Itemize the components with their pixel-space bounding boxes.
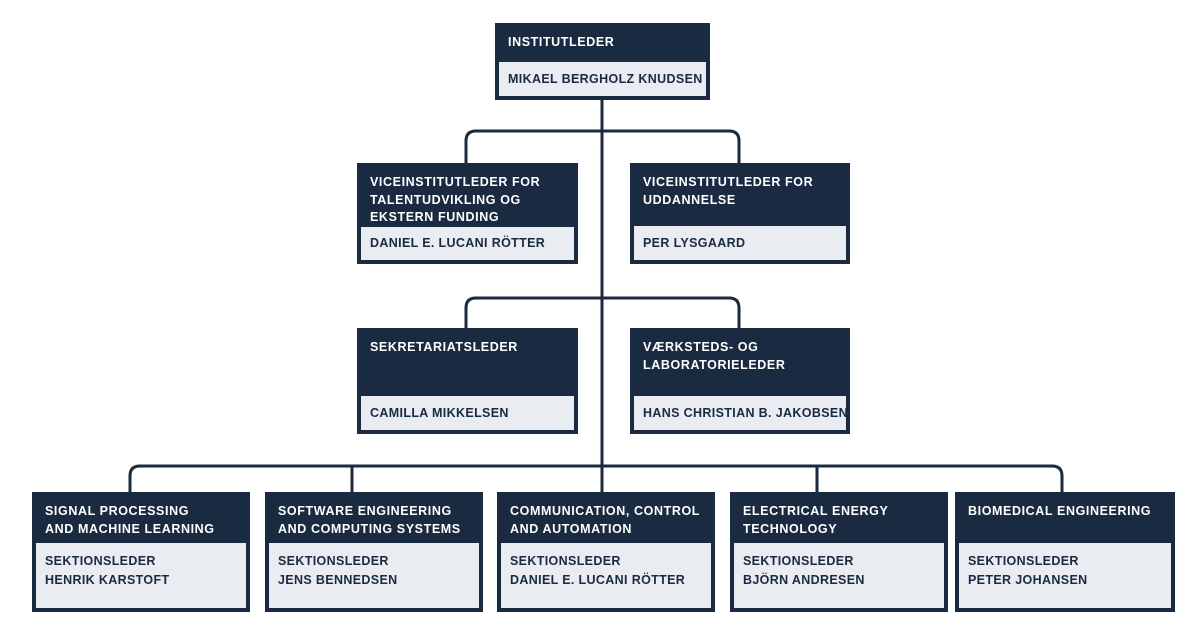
node-person: JENS BENNEDSEN <box>278 573 398 588</box>
org-node-sekretariatsleder: SEKRETARIATSLEDER CAMILLA MIKKELSEN <box>357 328 578 434</box>
node-person: HANS CHRISTIAN B. JAKOBSEN <box>634 396 848 430</box>
connector-level3 <box>464 296 741 328</box>
node-role: SEKTIONSLEDER <box>743 554 854 568</box>
connector-level2 <box>464 129 741 163</box>
node-title: SIGNAL PROCESSING AND MACHINE LEARNING <box>45 504 215 536</box>
node-title: SOFTWARE ENGINEERING AND COMPUTING SYSTE… <box>278 504 461 536</box>
node-person: MIKAEL BERGHOLZ KNUDSEN <box>499 62 706 96</box>
node-person: DANIEL E. LUCANI RÖTTER <box>361 226 574 260</box>
node-title: SEKRETARIATSLEDER <box>370 340 518 354</box>
node-person: DANIEL E. LUCANI RÖTTER <box>510 573 686 588</box>
org-node-section-software-engineering: SOFTWARE ENGINEERING AND COMPUTING SYSTE… <box>265 492 483 612</box>
org-node-section-electrical-energy: ELECTRICAL ENERGY TECHNOLOGY SEKTIONSLED… <box>730 492 948 612</box>
node-person-panel: SEKTIONSLEDER PETER JOHANSEN <box>959 543 1171 608</box>
node-person: PETER JOHANSEN <box>968 573 1088 588</box>
node-title: VICEINSTITUTLEDER FOR UDDANNELSE <box>643 175 814 207</box>
node-role: SEKTIONSLEDER <box>278 554 389 568</box>
node-person: CAMILLA MIKKELSEN <box>361 396 574 430</box>
node-title: INSTITUTLEDER <box>508 35 615 49</box>
node-title: COMMUNICATION, CONTROL AND AUTOMATION <box>510 504 701 536</box>
node-person-panel: SEKTIONSLEDER DANIEL E. LUCANI RÖTTER <box>501 543 711 608</box>
node-title: VICEINSTITUTLEDER FOR TALENTUDVIKLING OG… <box>370 175 541 224</box>
node-role: SEKTIONSLEDER <box>510 554 621 568</box>
org-node-institutleder: INSTITUTLEDER MIKAEL BERGHOLZ KNUDSEN <box>495 23 710 100</box>
connector-level4-rail <box>128 464 1064 492</box>
node-person-panel: SEKTIONSLEDER HENRIK KARSTOFT <box>36 543 246 608</box>
org-node-viceinstitutleder-talent: VICEINSTITUTLEDER FOR TALENTUDVIKLING OG… <box>357 163 578 264</box>
node-person-panel: SEKTIONSLEDER JENS BENNEDSEN <box>269 543 479 608</box>
node-role: SEKTIONSLEDER <box>968 554 1079 568</box>
org-node-section-signal-processing: SIGNAL PROCESSING AND MACHINE LEARNING S… <box>32 492 250 612</box>
org-node-vaerkstedsleder: VÆRKSTEDS- OG LABORATORIELEDER HANS CHRI… <box>630 328 850 434</box>
node-role: SEKTIONSLEDER <box>45 554 156 568</box>
node-person: BJÖRN ANDRESEN <box>743 573 865 588</box>
node-person: PER LYSGAARD <box>634 226 846 260</box>
org-node-section-biomedical-engineering: BIOMEDICAL ENGINEERING SEKTIONSLEDER PET… <box>955 492 1175 612</box>
org-node-section-communication-control: COMMUNICATION, CONTROL AND AUTOMATION SE… <box>497 492 715 612</box>
node-person-panel: SEKTIONSLEDER BJÖRN ANDRESEN <box>734 543 944 608</box>
node-title: VÆRKSTEDS- OG LABORATORIELEDER <box>643 340 786 372</box>
node-title: BIOMEDICAL ENGINEERING <box>968 504 1152 518</box>
node-person: HENRIK KARSTOFT <box>45 573 170 588</box>
org-node-viceinstitutleder-uddannelse: VICEINSTITUTLEDER FOR UDDANNELSE PER LYS… <box>630 163 850 264</box>
node-title: ELECTRICAL ENERGY TECHNOLOGY <box>743 504 889 536</box>
